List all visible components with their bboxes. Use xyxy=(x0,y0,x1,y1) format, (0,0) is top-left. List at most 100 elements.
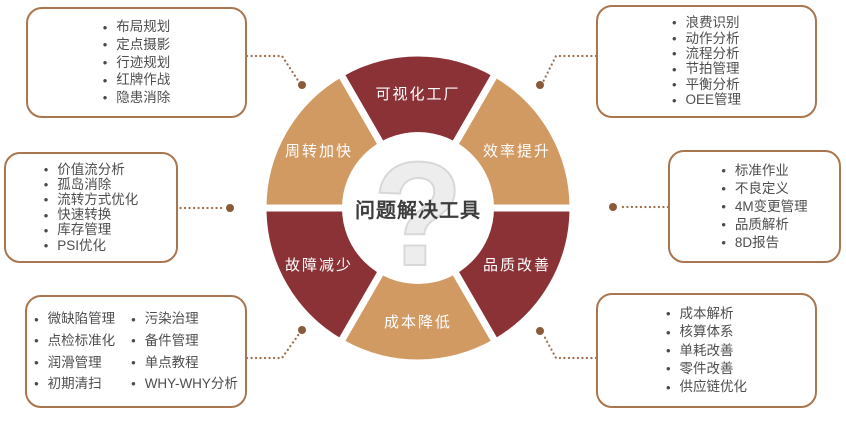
list-item-label: 动作分析 xyxy=(685,30,740,46)
list-item: • 动作分析 xyxy=(672,32,741,46)
list-item: • 供应链优化 xyxy=(666,380,747,394)
list-item-label: 点检标准化 xyxy=(47,332,116,348)
bullet-icon: • xyxy=(43,192,49,208)
connector-middle-right-dot xyxy=(609,203,617,211)
bullet-icon: • xyxy=(721,163,726,178)
list-item-label: 单点教程 xyxy=(144,354,199,370)
list-item: • 标准作业 xyxy=(721,164,807,178)
list-item: • 初期清扫 xyxy=(34,377,115,391)
bullet-icon: • xyxy=(721,180,726,196)
list-item: •WHY-WHY分析 xyxy=(131,377,238,391)
list-item: • 红牌作战 xyxy=(103,73,171,87)
list-item: • 点检标准化 xyxy=(34,334,115,348)
list-item-label: 润滑管理 xyxy=(47,354,102,370)
bullet-icon: • xyxy=(43,162,49,178)
list-item: • PSI优化 xyxy=(44,239,139,253)
list-item-label: 8D报告 xyxy=(734,234,780,250)
bullet-icon: • xyxy=(34,354,39,370)
list-item-label: 成本解析 xyxy=(679,306,734,322)
list-item-label: 库存管理 xyxy=(57,222,112,238)
list-item-label: 快速转换 xyxy=(57,207,112,223)
list-item-label: 节拍管理 xyxy=(685,61,740,77)
bullet-icon: • xyxy=(665,379,671,395)
list-item-label: 标准作业 xyxy=(734,162,789,178)
wheel-label-top: 可视化工厂 xyxy=(375,86,460,103)
bullet-icon: • xyxy=(102,90,108,106)
failure-reduction-columns: •微缺陷管理 •点检标准化 •润滑管理 •初期清扫 •污染治理 •备件管理 •单… xyxy=(34,297,238,406)
list-item-label: 零件改善 xyxy=(679,361,734,377)
list-item: • 备件管理 xyxy=(131,334,238,348)
bullet-icon: • xyxy=(721,216,726,232)
bullet-icon: • xyxy=(131,333,136,349)
list-item: • 定点摄影 xyxy=(103,38,171,52)
list-item-label: 定点摄影 xyxy=(116,37,171,53)
bullet-icon: • xyxy=(665,324,671,340)
question-mark-icon: ? xyxy=(372,131,464,298)
callout-quality: •标准作业 •不良定义 •4M变更管理 •品质解析 •8D报告 xyxy=(668,150,841,263)
list-item-label: 4M变更管理 xyxy=(734,198,808,214)
turnover-list: •价值流分析 •孤岛消除 •流转方式优化 •快速转换 •库存管理 •PSI优化 xyxy=(44,157,139,258)
list-item: • 8D报告 xyxy=(721,236,807,250)
list-item: • 流程分析 xyxy=(672,47,741,61)
list-item: • 润滑管理 xyxy=(34,354,115,370)
failure-reduction-col1: •微缺陷管理 •点检标准化 •润滑管理 •初期清扫 xyxy=(34,300,115,402)
list-item-label: 隐患消除 xyxy=(116,90,171,106)
list-item-label: WHY-WHY分析 xyxy=(144,376,238,392)
list-item-label: 浪费识别 xyxy=(685,15,740,31)
bullet-icon: • xyxy=(721,234,726,250)
connector-middle-left-dot xyxy=(226,204,234,212)
bullet-icon: • xyxy=(665,306,671,322)
list-item-label: 核算体系 xyxy=(679,324,734,340)
list-item: •零件改善 xyxy=(666,362,747,376)
list-item-label: 布局规划 xyxy=(116,19,171,35)
list-item-label: 红牌作战 xyxy=(116,72,171,88)
bullet-icon: • xyxy=(671,30,677,46)
list-item-label: 污染治理 xyxy=(144,311,199,327)
list-item: •流转方式优化 xyxy=(44,193,139,207)
list-item-label: 价值流分析 xyxy=(57,161,125,177)
bullet-icon: • xyxy=(671,77,677,93)
list-item: • 污染治理 xyxy=(131,312,238,326)
list-item: • 品质解析 xyxy=(721,218,807,232)
wheel-label-upper-right: 效率提升 xyxy=(483,143,551,160)
tools-wheel: 可视化工厂 效率提升 品质改善 成本降低 故障减少 周转加快 xyxy=(259,49,577,367)
list-item-label: 品质解析 xyxy=(734,216,789,232)
bullet-icon: • xyxy=(671,92,677,108)
list-item: • OEE管理 xyxy=(672,93,741,107)
bullet-icon: • xyxy=(43,237,49,253)
bullet-icon: • xyxy=(102,19,108,35)
diagram-title: 问题解决工具 xyxy=(355,199,481,222)
bullet-icon: • xyxy=(131,311,136,327)
bullet-icon: • xyxy=(102,37,108,53)
list-item-label: 供应链优化 xyxy=(679,379,748,395)
bullet-icon: • xyxy=(43,177,49,193)
list-item-label: 备件管理 xyxy=(144,332,199,348)
list-item-label: PSI优化 xyxy=(57,237,107,253)
list-item-label: OEE管理 xyxy=(685,92,742,108)
list-item: • 成本解析 xyxy=(666,307,747,321)
bullet-icon: • xyxy=(34,376,39,392)
wheel-center-hub: ? 问题解决工具 xyxy=(342,131,494,298)
list-item: •浪费识别 xyxy=(672,16,741,30)
callout-visual-factory: • 布局规划 • 定点摄影 •行迹规划 • 红牌作战 • 隐患消除 xyxy=(26,7,247,118)
list-item: • 价值流分析 xyxy=(44,163,139,177)
list-item: •行迹规划 xyxy=(103,56,171,70)
list-item-label: 行迹规划 xyxy=(116,54,171,70)
bullet-icon: • xyxy=(671,61,677,77)
bullet-icon: • xyxy=(43,207,49,223)
wheel-label-lower-left: 故障减少 xyxy=(285,256,353,274)
list-item: •4M变更管理 xyxy=(721,200,807,214)
list-item: • 隐患消除 xyxy=(103,91,171,105)
wheel-label-lower-right: 品质改善 xyxy=(483,257,551,274)
list-item: •不良定义 xyxy=(721,182,807,196)
list-item-label: 初期清扫 xyxy=(47,376,102,392)
visual-factory-list: • 布局规划 • 定点摄影 •行迹规划 • 红牌作战 • 隐患消除 xyxy=(103,12,171,113)
list-item-label: 流程分析 xyxy=(685,46,740,62)
efficiency-list: •浪费识别 •动作分析 •流程分析 •节拍管理 •平衡分析 •OEE管理 xyxy=(672,10,741,112)
bullet-icon: • xyxy=(671,46,677,62)
bullet-icon: • xyxy=(102,72,108,88)
list-item: •单点教程 xyxy=(131,354,238,370)
bullet-icon: • xyxy=(34,333,39,349)
bullet-icon: • xyxy=(34,311,39,327)
